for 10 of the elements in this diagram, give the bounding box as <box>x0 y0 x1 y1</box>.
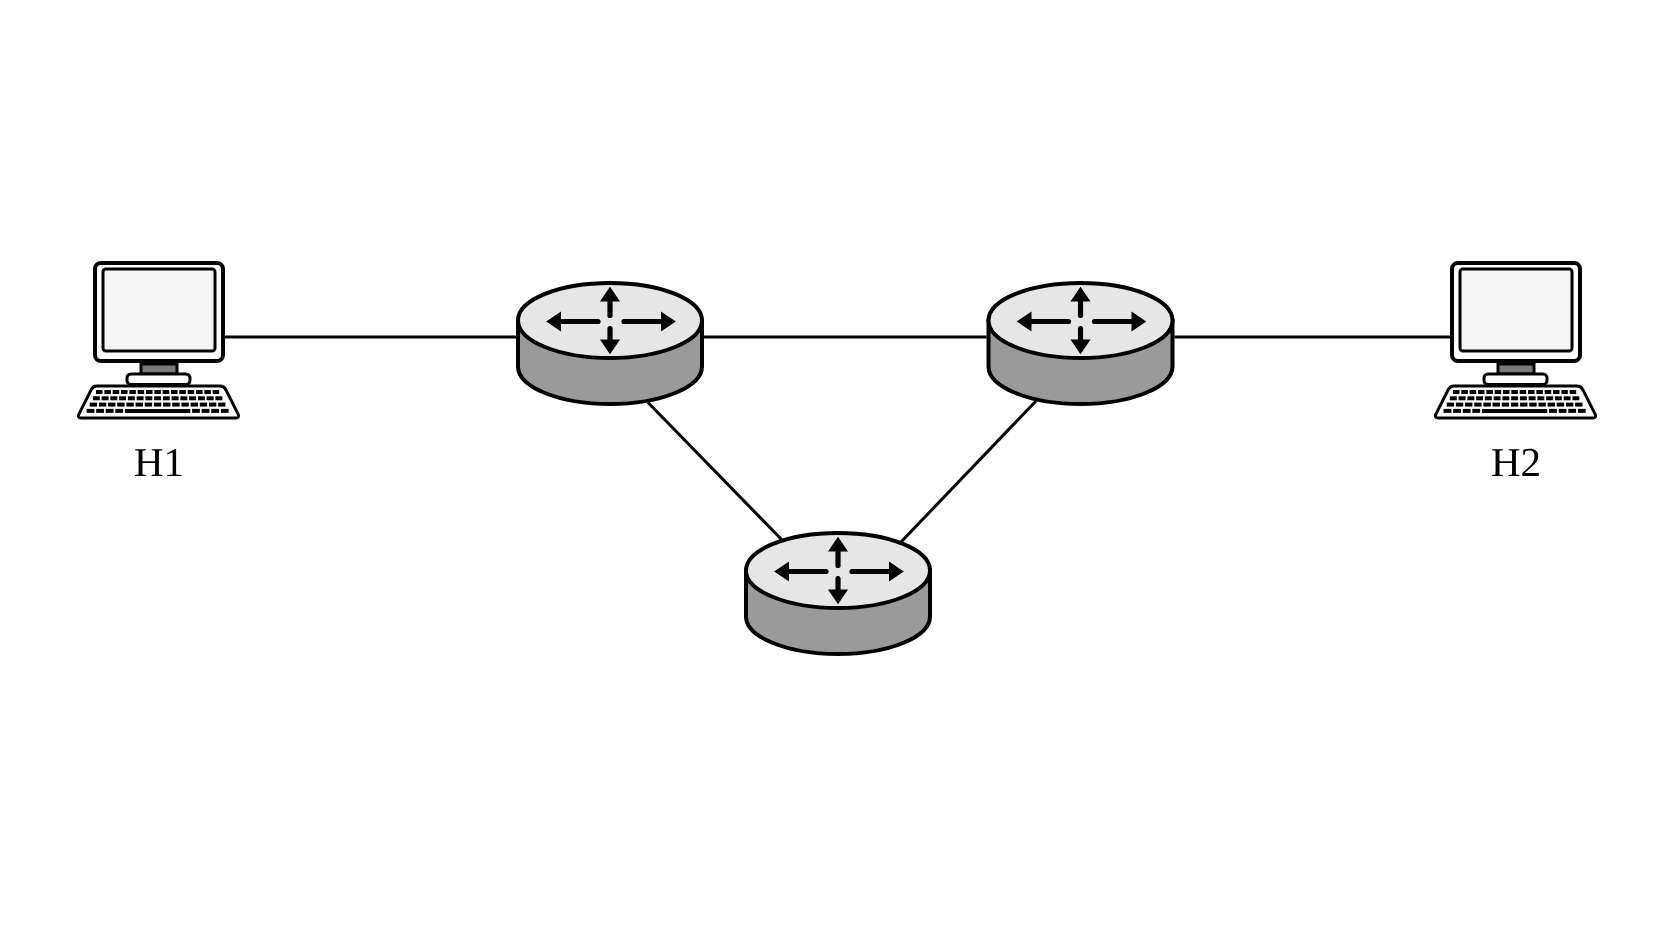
connection-line <box>1174 335 1450 339</box>
connection-line <box>899 399 1038 544</box>
connection-line <box>646 401 784 542</box>
connection-line <box>225 335 516 339</box>
router-icon <box>516 281 704 406</box>
host-label: H2 <box>1492 448 1539 476</box>
router-icon <box>744 531 932 656</box>
host-label: H1 <box>135 448 182 476</box>
router-icon <box>986 281 1175 406</box>
connection-line <box>704 335 987 339</box>
